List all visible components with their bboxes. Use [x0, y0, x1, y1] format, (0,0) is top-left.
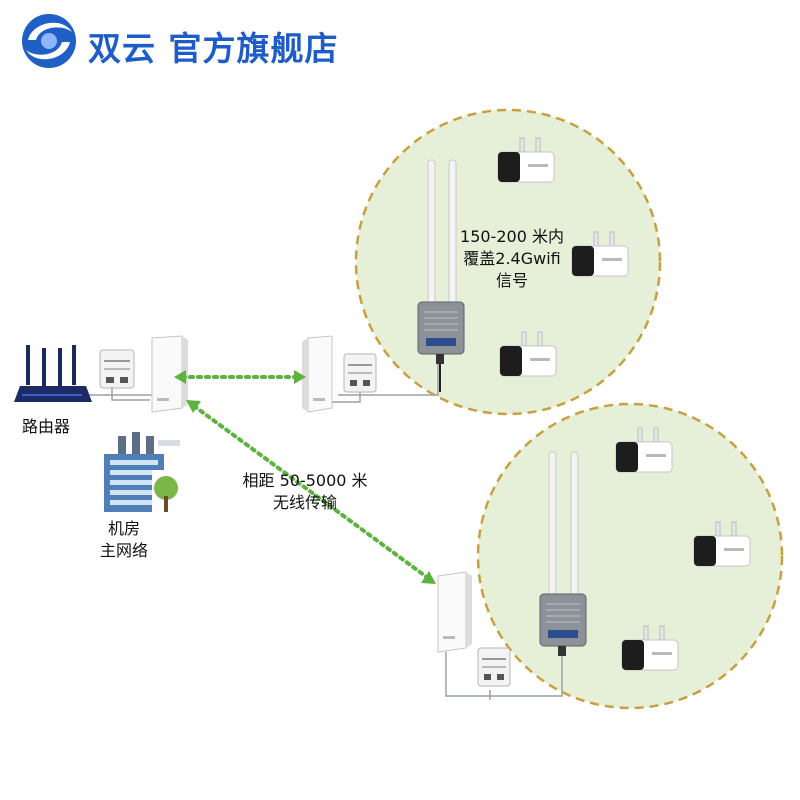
wireless-link-horizontal	[174, 370, 306, 384]
coverage-label: 150-200 米内 覆盖2.4Gwifi 信号	[446, 226, 578, 292]
server-room-label: 机房 主网络	[84, 518, 164, 562]
brand-header: 双云 官方旗舰店	[18, 10, 418, 70]
camera-icon	[497, 137, 555, 183]
server-room-line-1: 机房	[107, 519, 140, 538]
cable-lines	[85, 352, 563, 700]
brand-name: 双云 官方旗舰店	[88, 29, 339, 68]
camera-icon	[693, 521, 751, 567]
poe-injector-left	[99, 349, 135, 389]
wireless-link-diagonal	[186, 400, 436, 584]
poe-injector-bottom	[477, 647, 511, 687]
outdoor-ap-bottom	[539, 451, 587, 656]
router-icon	[14, 345, 92, 402]
server-room-line-2: 主网络	[99, 541, 148, 560]
camera-icon	[499, 331, 557, 377]
bridge-cpe-bottom	[437, 571, 472, 653]
swirl-logo-icon	[22, 14, 76, 68]
link-distance-label: 相距 50-5000 米 无线传输	[220, 470, 390, 514]
bridge-cpe-left	[151, 335, 188, 413]
poe-injector-middle	[343, 353, 377, 393]
link-distance-line-2: 无线传输	[272, 493, 337, 512]
router-label: 路由器	[22, 417, 71, 436]
coverage-line-1: 150-200 米内	[460, 227, 564, 246]
link-distance-line-1: 相距 50-5000 米	[242, 471, 368, 490]
coverage-line-3: 信号	[495, 271, 528, 290]
outdoor-ap-top	[417, 159, 465, 392]
coverage-line-2: 覆盖2.4Gwifi	[463, 249, 561, 268]
camera-icon	[571, 231, 629, 277]
building-icon	[104, 432, 180, 512]
camera-icon	[615, 427, 673, 473]
camera-icon	[621, 625, 679, 671]
bridge-cpe-middle	[302, 335, 333, 413]
